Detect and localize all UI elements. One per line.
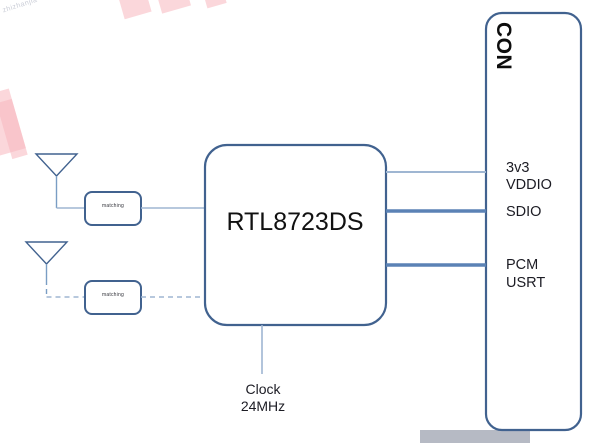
signal-label-3v3: 3v3 [506, 160, 530, 176]
signal-label-sdio: SDIO [506, 204, 542, 220]
signal-label-pcm: PCM [506, 257, 539, 273]
chip-label: RTL8723DS [226, 208, 364, 236]
connector-label: CON [492, 22, 515, 71]
matching-network-label-1: matching [102, 203, 124, 209]
clock-label-line2: 24MHz [240, 398, 286, 414]
chip-box-rtl8723ds [203, 143, 388, 327]
signal-label-vddio: VDDIO [506, 177, 552, 193]
matching-network-label-2: matching [102, 292, 124, 298]
signal-label-usrt: USRT [506, 275, 546, 291]
connector-box-con [484, 11, 583, 432]
clock-label-line1: Clock [245, 381, 281, 397]
antenna-primary-icon [34, 153, 79, 208]
antenna-secondary-icon [24, 241, 69, 297]
